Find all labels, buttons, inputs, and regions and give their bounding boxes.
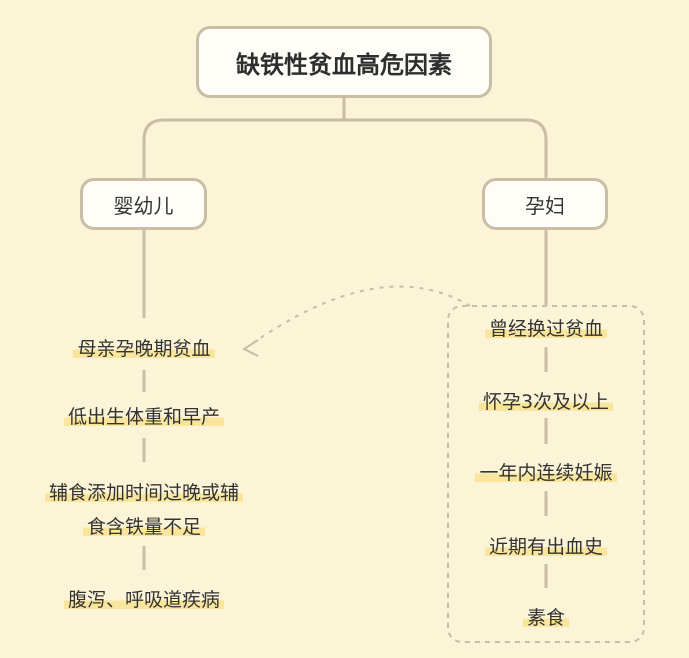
left-item: 辅食添加时间过晚或辅 (24, 476, 264, 510)
right-item: 近期有出血史 (456, 530, 636, 564)
left-item-label: 腹泻、呼吸道疾病 (63, 589, 224, 611)
arrow-head-icon (241, 339, 259, 357)
right-item: 一年内连续妊娠 (452, 456, 640, 490)
left-item-label: 食含铁量不足 (82, 516, 205, 538)
right-item: 素食 (456, 601, 636, 635)
right-item: 怀孕3次及以上 (456, 385, 636, 419)
left-item: 低出生体重和早产 (44, 400, 244, 434)
category-infant-box: 婴幼儿 (80, 178, 207, 230)
right-group-dotted-frame (447, 305, 645, 643)
dotted-arrow-curve (245, 285, 471, 349)
right-item-label: 近期有出血史 (484, 536, 607, 558)
right-item: 曾经换过贫血 (456, 312, 636, 346)
left-item-label: 母亲孕晚期贫血 (73, 338, 215, 360)
right-item-label: 怀孕3次及以上 (478, 391, 614, 413)
branch-connector (142, 118, 548, 178)
left-item: 食含铁量不足 (44, 510, 244, 544)
left-item: 腹泻、呼吸道疾病 (44, 583, 244, 617)
page-title: 缺铁性贫血高危因素 (236, 50, 452, 79)
left-item: 母亲孕晚期贫血 (54, 332, 234, 366)
title-box: 缺铁性贫血高危因素 (196, 26, 492, 98)
category-pregnant-label: 孕妇 (525, 193, 565, 218)
category-infant-label: 婴幼儿 (113, 193, 174, 218)
right-item-label: 一年内连续妊娠 (475, 462, 617, 484)
right-item-label: 曾经换过贫血 (484, 318, 607, 340)
category-pregnant-box: 孕妇 (482, 178, 608, 230)
left-item-label: 低出生体重和早产 (63, 406, 224, 428)
right-item-label: 素食 (522, 607, 569, 629)
left-item-label: 辅食添加时间过晚或辅 (44, 482, 243, 504)
